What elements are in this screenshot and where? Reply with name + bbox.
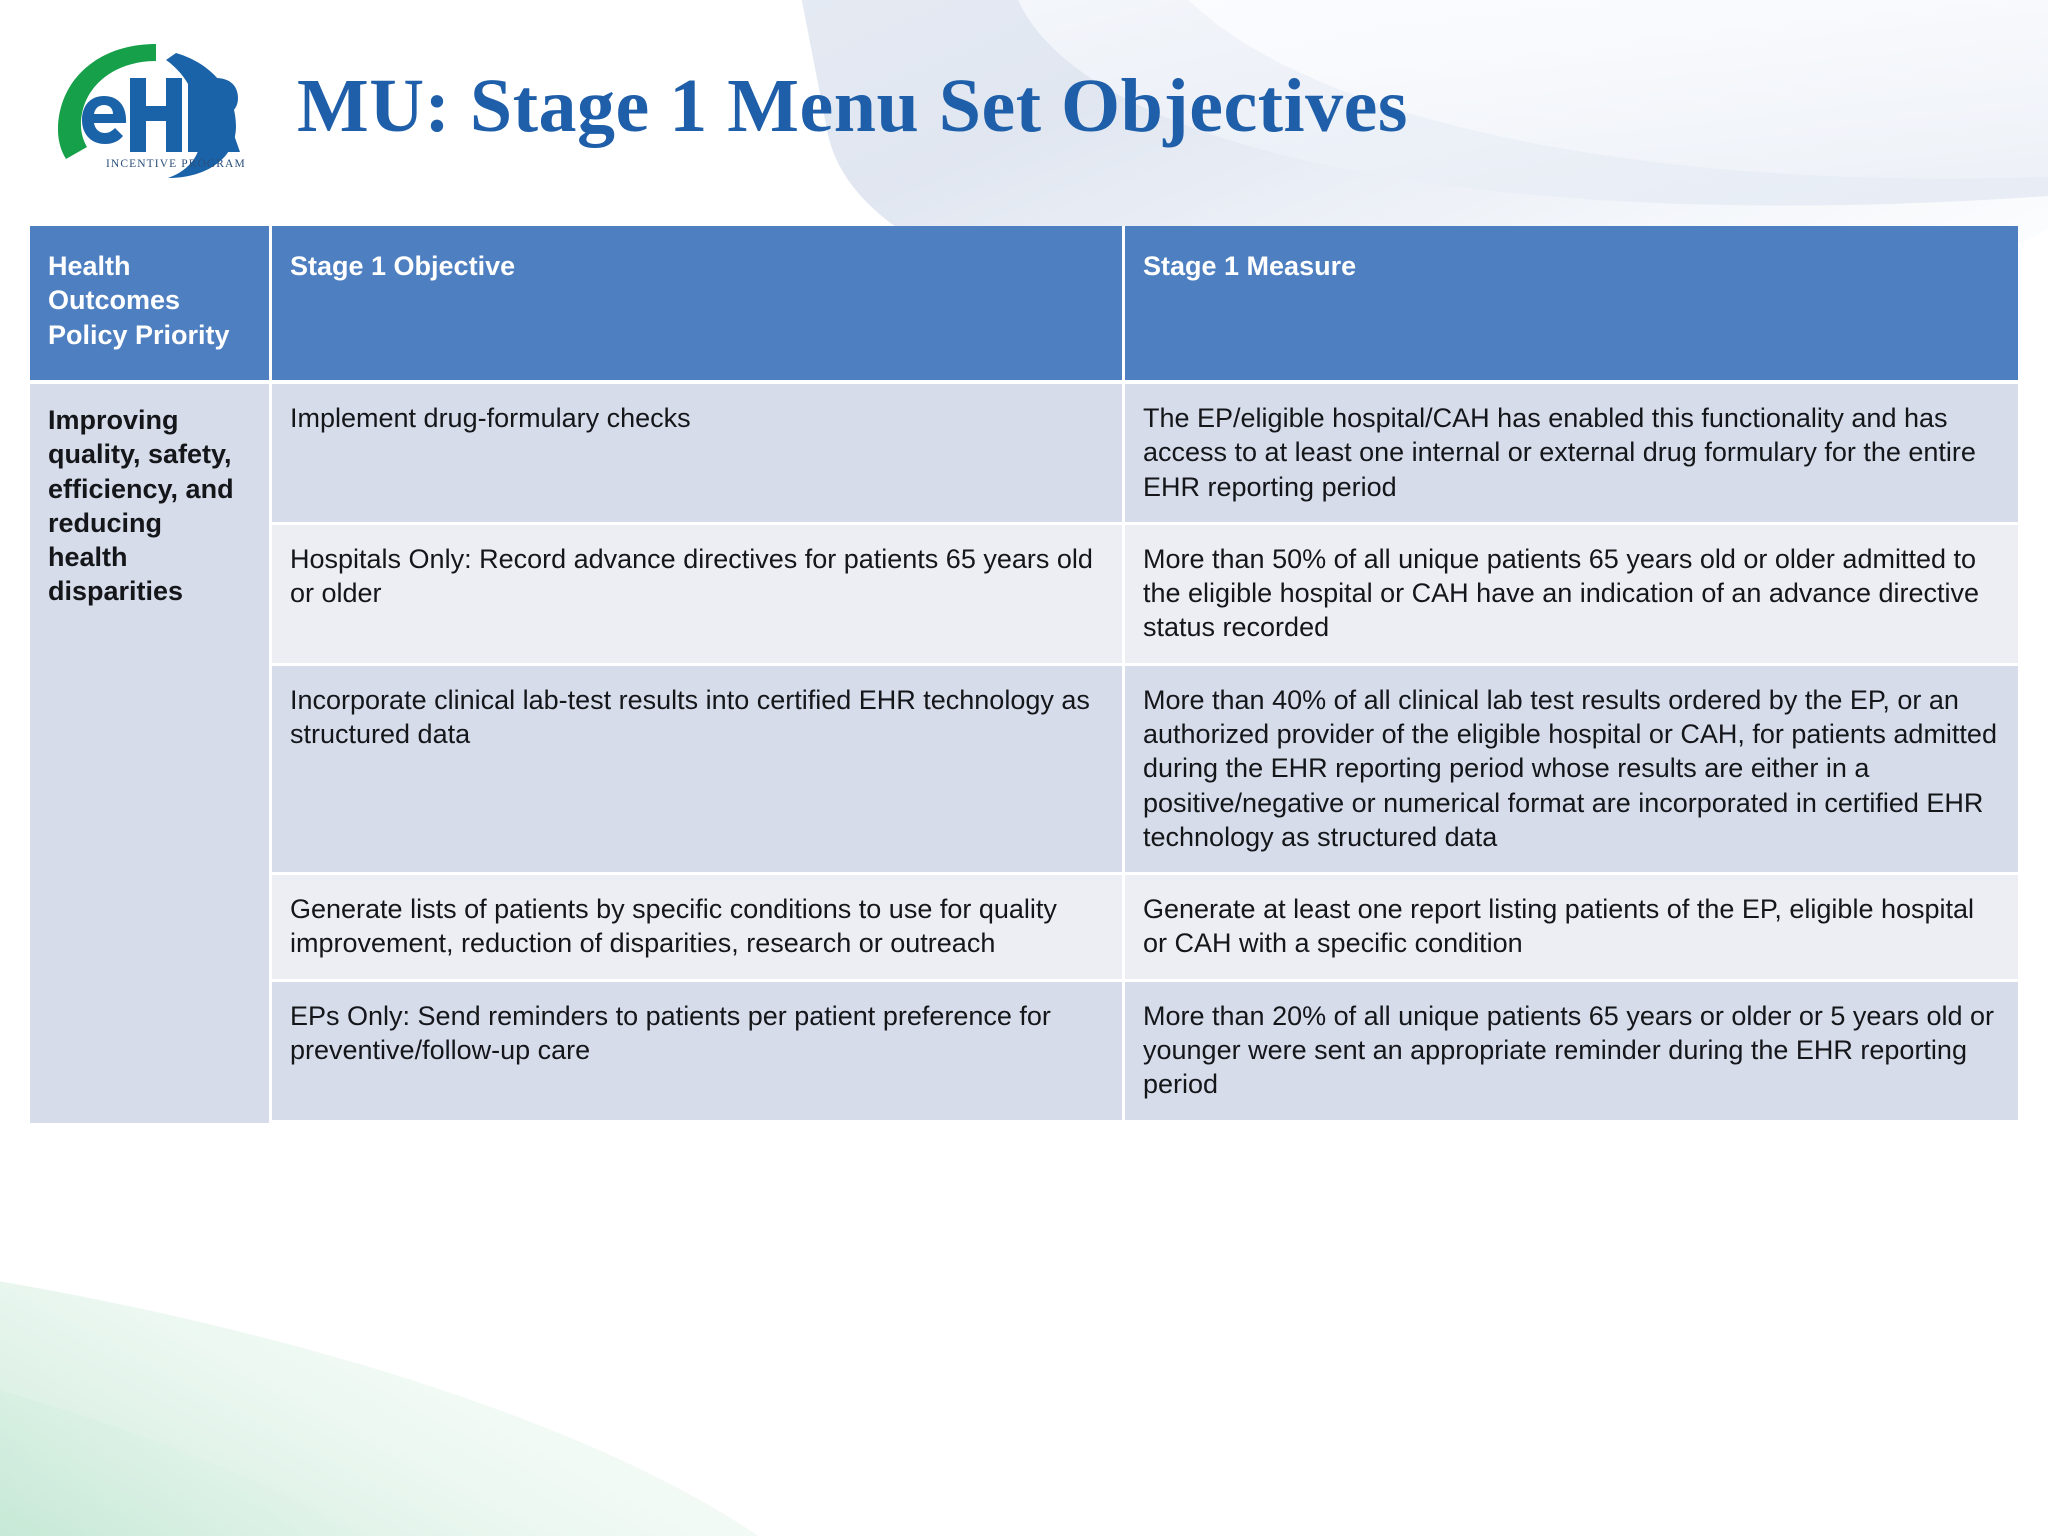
- column-header-stage-1-objective: Stage 1 Objective: [272, 226, 1125, 384]
- table-body: Improving quality, safety, efficiency, a…: [30, 384, 2018, 1123]
- objectives-table-container: Health Outcomes Policy Priority Stage 1 …: [30, 226, 2018, 1123]
- policy-priority-cell: Improving quality, safety, efficiency, a…: [30, 384, 272, 1123]
- measure-cell: More than 50% of all unique patients 65 …: [1125, 524, 2018, 666]
- measure-cell: The EP/eligible hospital/CAH has enabled…: [1125, 384, 2018, 525]
- table-row: EPs Only: Send reminders to patients per…: [30, 981, 2018, 1123]
- table-row: Generate lists of patients by specific c…: [30, 875, 2018, 982]
- table-row: Hospitals Only: Record advance directive…: [30, 524, 2018, 666]
- slide-header: INCENTIVE PROGRAM MU: Stage 1 Menu Set O…: [0, 0, 2048, 212]
- objective-cell: Implement drug-formulary checks: [272, 384, 1125, 525]
- table-header: Health Outcomes Policy Priority Stage 1 …: [30, 226, 2018, 384]
- objective-cell: Hospitals Only: Record advance directive…: [272, 524, 1125, 666]
- menu-set-objectives-table: Health Outcomes Policy Priority Stage 1 …: [30, 226, 2018, 1123]
- bottom-left-green-swoosh-1: [0, 1248, 914, 1536]
- column-header-policy-priority: Health Outcomes Policy Priority: [30, 226, 272, 384]
- table-row: Incorporate clinical lab-test results in…: [30, 665, 2018, 876]
- objective-cell: Generate lists of patients by specific c…: [272, 875, 1125, 982]
- measure-cell: More than 20% of all unique patients 65 …: [1125, 981, 2018, 1123]
- objective-cell: EPs Only: Send reminders to patients per…: [272, 981, 1125, 1123]
- measure-cell: More than 40% of all clinical lab test r…: [1125, 665, 2018, 876]
- bottom-left-green-swoosh-2: [0, 1330, 627, 1536]
- measure-cell: Generate at least one report listing pat…: [1125, 875, 2018, 982]
- svg-text:INCENTIVE PROGRAM: INCENTIVE PROGRAM: [106, 158, 246, 170]
- table-row: Improving quality, safety, efficiency, a…: [30, 384, 2018, 1123]
- column-header-stage-1-measure: Stage 1 Measure: [1125, 226, 2018, 384]
- ehr-incentive-program-logo-icon: INCENTIVE PROGRAM: [44, 34, 259, 184]
- page-title: MU: Stage 1 Menu Set Objectives: [297, 64, 1408, 148]
- table-header-row: Health Outcomes Policy Priority Stage 1 …: [30, 226, 2018, 384]
- objective-cell: Incorporate clinical lab-test results in…: [272, 665, 1125, 876]
